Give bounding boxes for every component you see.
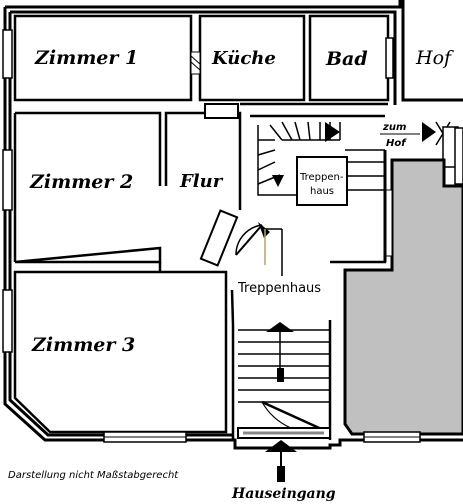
lower-staircase: [238, 329, 330, 403]
bad-window: [385, 37, 394, 79]
label-treppenhaus-main: Treppenhaus: [237, 281, 321, 296]
entrance-door: [237, 400, 331, 439]
hof-arrow-icon: [422, 122, 436, 142]
footer-note: Darstellung nicht Maßstabgerecht: [8, 470, 179, 481]
label-flur: Flur: [179, 171, 224, 192]
neighbor-building: [343, 150, 463, 443]
left-windows: [2, 29, 13, 353]
room-zimmer-2: [14, 111, 162, 264]
svg-text:Hof: Hof: [386, 138, 407, 149]
label-zimmer-3: Zimmer 3: [31, 334, 135, 356]
svg-text:zum: zum: [382, 122, 406, 133]
zum-hof-sign: zum Hof: [380, 121, 463, 185]
label-treppenhaus-small-2: haus: [310, 186, 334, 197]
room-flur: [164, 111, 242, 210]
label-treppenhaus-small-1: Treppen-: [299, 172, 344, 183]
label-kueche: Küche: [211, 48, 276, 69]
hof-wall: [401, 0, 463, 102]
apartment-door: [199, 209, 283, 276]
label-zimmer-1: Zimmer 1: [34, 47, 138, 69]
entrance-arrow-icon: [265, 440, 297, 482]
label-zimmer-2: Zimmer 2: [29, 171, 133, 193]
upper-stair-arrow-icon: [325, 122, 340, 142]
label-bad: Bad: [325, 48, 368, 70]
stair-up-arrow-icon: [266, 322, 294, 382]
label-hauseingang: Hauseingang: [231, 486, 336, 502]
label-hof: Hof: [415, 47, 454, 69]
upper-staircase: [257, 121, 385, 206]
kueche-door-hatch: [190, 51, 201, 75]
kueche-flur-passage: [204, 103, 239, 119]
